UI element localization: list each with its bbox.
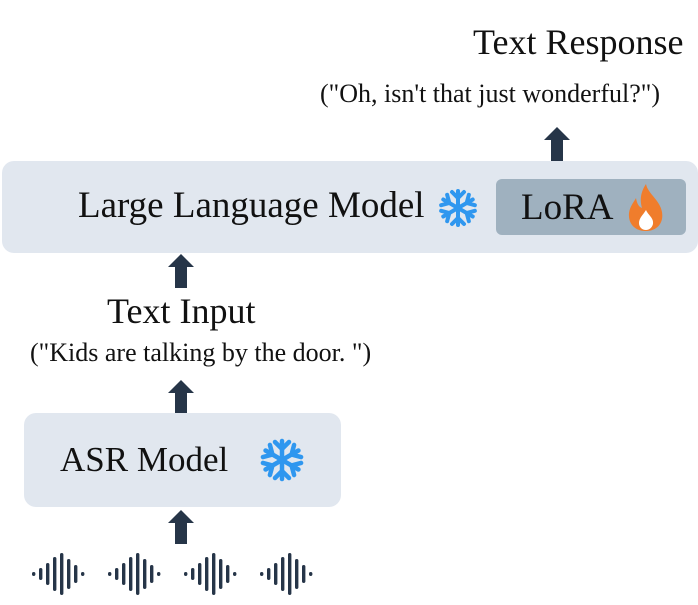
lora-label: LoRA: [521, 187, 614, 228]
waveform-bar: [136, 553, 140, 595]
waveform-bar: [281, 557, 285, 591]
waveform-bar: [67, 559, 71, 589]
waveform-bar: [46, 563, 50, 585]
waveform-bar: [143, 559, 147, 589]
waveform-bar: [39, 568, 43, 580]
waveform-bar: [288, 553, 292, 595]
waveform-bar: [260, 572, 264, 576]
text-response-example: ("Oh, isn't that just wonderful?"): [320, 79, 661, 108]
llm-label: Large Language Model: [78, 185, 425, 226]
arrow-up-icon: [168, 380, 194, 414]
snowflake-icon: [260, 438, 304, 482]
waveform-bar: [295, 559, 299, 589]
arrow-up-icon: [168, 254, 194, 288]
waveform-bar: [205, 557, 209, 591]
waveform-bar: [191, 568, 195, 580]
fire-icon: [628, 184, 663, 231]
waveform-bar: [150, 565, 154, 583]
waveform-bar: [233, 572, 237, 576]
audio-waveform-icon: [32, 553, 313, 595]
snowflake-icon: [439, 189, 477, 227]
waveform-bar: [32, 572, 36, 576]
waveform-bar: [184, 572, 188, 576]
waveform-bar: [81, 572, 85, 576]
text-input-example: ("Kids are talking by the door. "): [30, 338, 372, 367]
arrow-up-icon: [544, 127, 570, 161]
text-response-title: Text Response: [473, 22, 684, 62]
waveform-bar: [74, 565, 78, 583]
waveform-bar: [267, 568, 271, 580]
waveform-bar: [226, 565, 230, 583]
waveform-bar: [53, 557, 57, 591]
waveform-bar: [108, 572, 112, 576]
waveform-bar: [157, 572, 161, 576]
waveform-bar: [60, 553, 64, 595]
asr-model-label: ASR Model: [60, 440, 229, 479]
waveform-bar: [198, 563, 202, 585]
text-input-title: Text Input: [107, 291, 256, 331]
waveform-bar: [122, 563, 126, 585]
waveform-bar: [309, 572, 313, 576]
waveform-bar: [219, 559, 223, 589]
asr-model-box: [24, 413, 341, 507]
waveform-bar: [274, 563, 278, 585]
waveform-bar: [302, 565, 306, 583]
waveform-bar: [129, 557, 133, 591]
arrow-up-icon: [168, 510, 194, 544]
waveform-bar: [115, 568, 119, 580]
waveform-bar: [212, 553, 216, 595]
